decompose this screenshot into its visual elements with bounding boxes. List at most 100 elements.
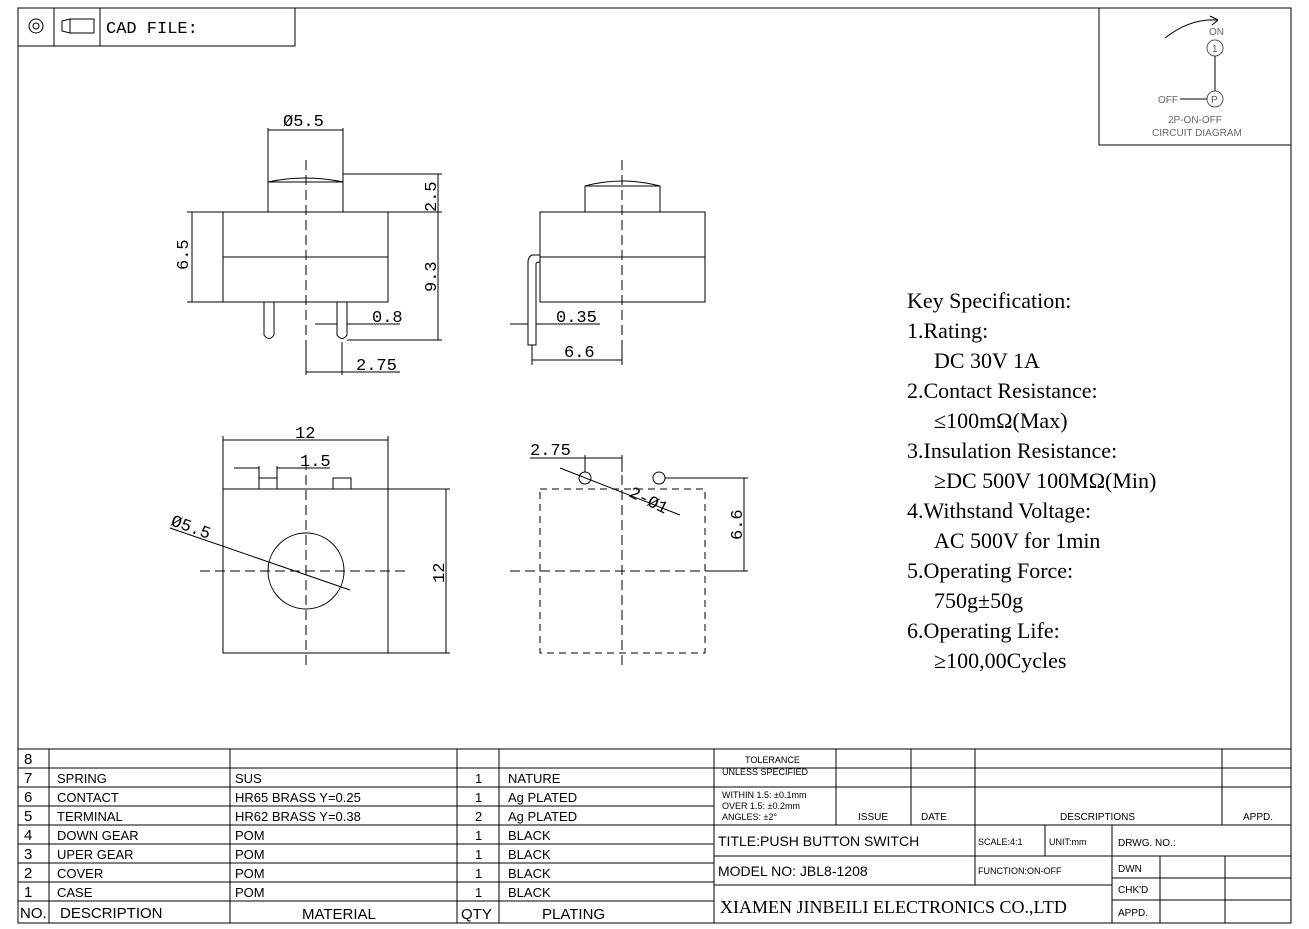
dim-hole-diameter: 2-Ø1: [625, 484, 670, 519]
drawing-title: TITLE:PUSH BUTTON SWITCH: [718, 833, 919, 849]
tolerance-within: WITHIN 1.5: ±0.1mm: [722, 790, 806, 800]
spec-line-10: 750g±50g: [934, 588, 1023, 613]
dim-pin-offset: 2.75: [356, 357, 397, 376]
bom-cell-qty: 1: [475, 771, 482, 786]
bom-cell-no: 2: [24, 865, 32, 882]
bom-cell-material: HR65 BRASS Y=0.25: [235, 790, 361, 805]
bom-cell-plating: Ag PLATED: [508, 809, 577, 824]
bom-header: NO. DESCRIPTION MATERIAL QTY PLATING: [20, 905, 605, 923]
tolerance-label: TOLERANCE: [745, 755, 800, 765]
cad-file-label: CAD FILE:: [106, 20, 198, 39]
descriptions-label: DESCRIPTIONS: [1060, 812, 1135, 823]
dim-pin-width: 0.8: [372, 309, 403, 328]
drawing-border: [17, 7, 1292, 924]
bom-cell-no: 7: [24, 770, 32, 787]
appd-label: APPD.: [1243, 812, 1273, 823]
bom-cell-description: TERMINAL: [57, 809, 123, 824]
dim-head-height: 2.5: [423, 181, 442, 212]
bom-cell-qty: 1: [475, 885, 482, 900]
spec-line-2: DC 30V 1A: [934, 348, 1040, 373]
dim-head-diameter: Ø5.5: [283, 113, 324, 132]
bom-cell-material: POM: [235, 828, 265, 843]
bom-cell-description: CONTACT: [57, 790, 119, 805]
bom-cell-no: 8: [24, 751, 32, 768]
spec-line-12: ≥100,00Cycles: [934, 648, 1066, 673]
bom-table: [18, 748, 1291, 923]
bom-cell-description: SPRING: [57, 771, 107, 786]
circuit-diagram: ON 1 P OFF 2P-ON-OFF CIRCUIT DIAGRAM: [1098, 7, 1292, 146]
dim-hole-offset: 2.75: [530, 442, 571, 461]
bom-cell-material: POM: [235, 847, 265, 862]
spec-line-1: 1.Rating:: [907, 318, 988, 343]
function-label: FUNCTION:ON-OFF: [978, 866, 1062, 876]
circuit-caption: CIRCUIT DIAGRAM: [1152, 128, 1242, 139]
bom-cell-no: 3: [24, 846, 32, 863]
bom-cell-material: HR62 BRASS Y=0.38: [235, 809, 361, 824]
bom-cell-description: UPER GEAR: [57, 847, 134, 862]
spec-line-4: ≤100mΩ(Max): [934, 408, 1068, 433]
projection-target-icon: [28, 18, 44, 34]
issue-label: ISSUE: [858, 812, 888, 823]
bom-header-description: DESCRIPTION: [60, 905, 163, 922]
key-specification: Key Specification: 1.Rating: DC 30V 1A 2…: [907, 288, 1156, 673]
spec-line-9: 5.Operating Force:: [907, 558, 1073, 583]
top-view: [169, 436, 450, 665]
bom-cell-description: CASE: [57, 885, 93, 900]
bom-header-plating: PLATING: [542, 906, 605, 923]
bom-cell-no: 6: [24, 789, 32, 806]
circuit-pin-label: P: [1211, 95, 1218, 106]
circuit-num-label: 1: [1212, 44, 1218, 55]
dim-total-height: 9.3: [423, 261, 442, 292]
front-view: [187, 128, 442, 375]
bom-cell-qty: 1: [475, 847, 482, 862]
circuit-off-label: OFF: [1158, 95, 1178, 106]
bom-cell-description: COVER: [57, 866, 103, 881]
bom-header-no: NO.: [20, 905, 47, 922]
dim-body-width: 12: [295, 425, 315, 444]
bom-cell-plating: NATURE: [508, 771, 561, 786]
drawing-number-label: DRWG. NO.:: [1118, 838, 1176, 849]
approved-by-label: APPD.: [1118, 908, 1148, 919]
bom-cell-material: POM: [235, 885, 265, 900]
bom-cell-plating: BLACK: [508, 866, 551, 881]
dim-hole-distance: 6.6: [729, 509, 748, 540]
bom-cell-qty: 1: [475, 790, 482, 805]
title-block-text: TOLERANCE UNLESS SPECIFIED WITHIN 1.5: ±…: [718, 755, 1273, 919]
circuit-type-label: 2P-ON-OFF: [1168, 115, 1222, 126]
tolerance-sub: UNLESS SPECIFIED: [722, 767, 809, 777]
bom-cell-plating: Ag PLATED: [508, 790, 577, 805]
spec-line-5: 3.Insulation Resistance:: [907, 438, 1117, 463]
dim-pin-spacing: 1.5: [300, 453, 331, 472]
spec-title: Key Specification:: [907, 288, 1071, 313]
tolerance-angles: ANGLES: ±2°: [722, 812, 777, 822]
checked-by-label: CHK'D: [1118, 885, 1148, 896]
tolerance-over: OVER 1.5: ±0.2mm: [722, 801, 800, 811]
dim-body-height: 6.5: [175, 239, 194, 270]
dim-terminal-thickness: 0.35: [556, 309, 597, 328]
side-view: [510, 160, 706, 365]
bom-cell-plating: BLACK: [508, 847, 551, 862]
scale-label: SCALE:4:1: [978, 837, 1023, 847]
unit-label: UNIT:mm: [1049, 837, 1087, 847]
spec-line-7: 4.Withstand Voltage:: [907, 498, 1091, 523]
bom-cell-qty: 2: [475, 809, 482, 824]
date-label: DATE: [921, 812, 947, 823]
bom-cell-qty: 1: [475, 828, 482, 843]
bom-cell-no: 5: [24, 808, 32, 825]
drawn-by-label: DWN: [1118, 864, 1142, 875]
bom-cell-no: 4: [24, 827, 32, 844]
bom-cell-plating: BLACK: [508, 885, 551, 900]
bom-cell-plating: BLACK: [508, 828, 551, 843]
spec-line-8: AC 500V for 1min: [934, 528, 1100, 553]
bom-cell-description: DOWN GEAR: [57, 828, 139, 843]
projection-cone-icon: [61, 18, 95, 34]
company-name: XIAMEN JINBEILI ELECTRONICS CO.,LTD: [720, 897, 1067, 917]
dim-body-depth: 12: [431, 563, 450, 583]
spec-line-11: 6.Operating Life:: [907, 618, 1060, 643]
dim-button-diameter: Ø5.5: [168, 513, 213, 545]
bom-cell-material: POM: [235, 866, 265, 881]
bom-header-qty: QTY: [461, 906, 492, 923]
bom-cell-qty: 1: [475, 866, 482, 881]
